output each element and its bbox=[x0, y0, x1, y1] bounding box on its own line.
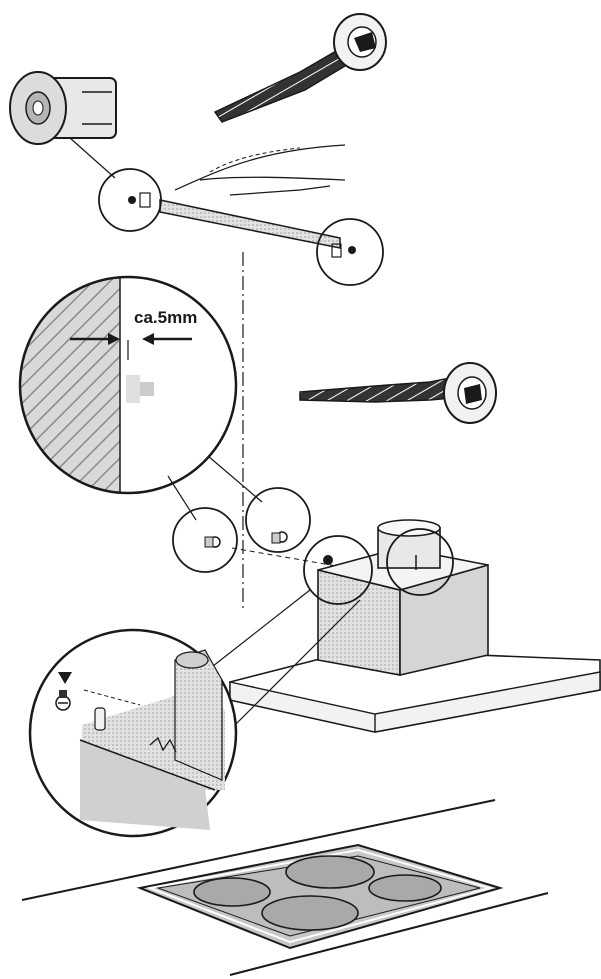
burner-3 bbox=[368, 874, 442, 902]
plug-detail-left bbox=[172, 507, 238, 573]
small-screw-icon bbox=[55, 690, 71, 711]
burner-1 bbox=[193, 877, 271, 907]
wall-plug-icon bbox=[9, 71, 117, 179]
worktop-edge-top bbox=[21, 799, 496, 901]
leader-line-1 bbox=[167, 475, 197, 521]
hood-bracket-detail-left bbox=[303, 535, 373, 605]
burner-4 bbox=[261, 895, 359, 931]
leader-line-2 bbox=[207, 455, 263, 503]
wall-gap-detail bbox=[18, 275, 238, 495]
cooktop-hob bbox=[136, 843, 504, 950]
gap-measurement-label: ca.5mm bbox=[134, 308, 197, 327]
leader-line-4 bbox=[229, 599, 361, 731]
plug-detail-right bbox=[245, 487, 311, 553]
worktop-edge-bottom bbox=[229, 892, 549, 976]
cooker-hood bbox=[229, 519, 601, 733]
burner-2 bbox=[285, 855, 375, 889]
hood-bracket-detail-right bbox=[386, 528, 454, 596]
screw-icon-2 bbox=[299, 362, 497, 424]
screw-icon bbox=[213, 13, 387, 123]
rail-screw-left-detail bbox=[98, 168, 162, 232]
mounting-rail bbox=[159, 144, 346, 249]
leader-line-3 bbox=[207, 589, 311, 671]
down-arrow-icon bbox=[58, 672, 72, 684]
hood-mounting-detail bbox=[28, 628, 238, 838]
rail-screw-right-detail bbox=[316, 218, 384, 286]
